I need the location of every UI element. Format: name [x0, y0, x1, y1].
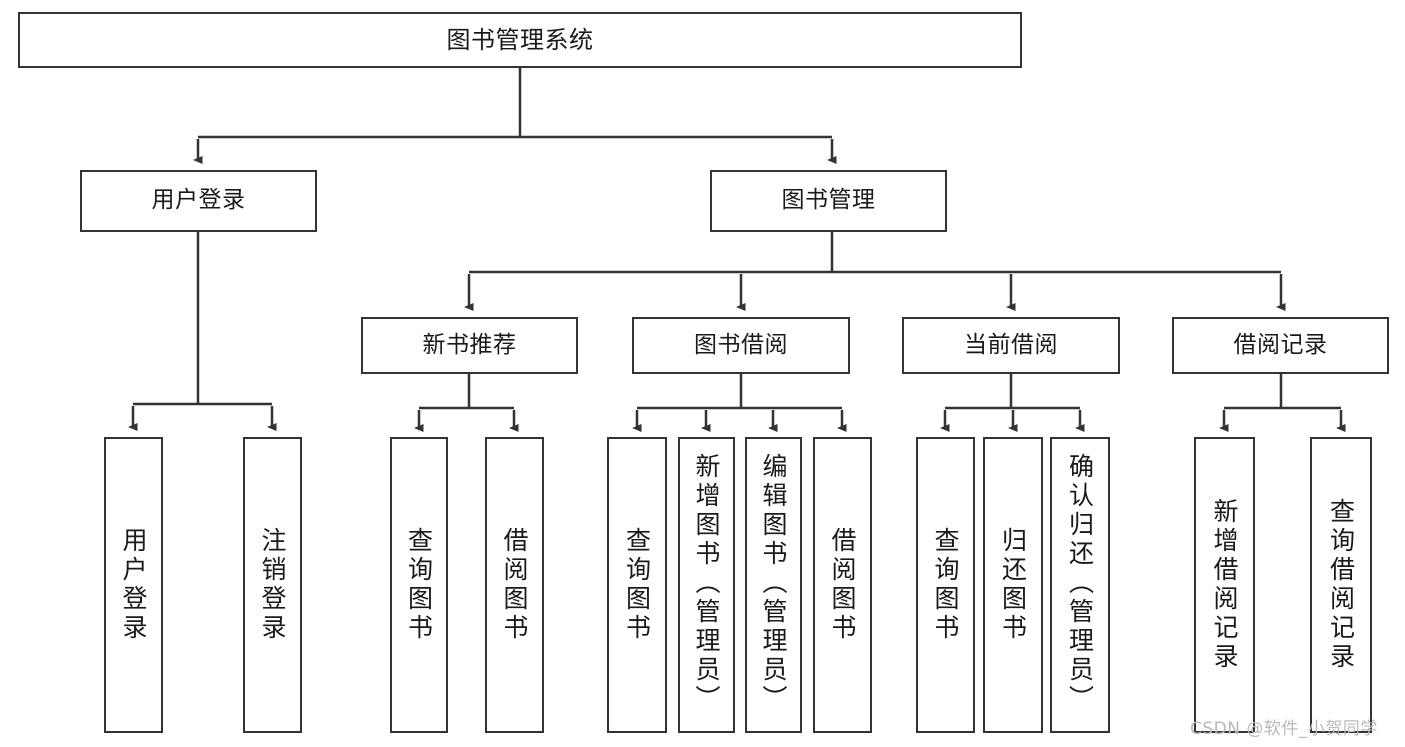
node-label: 查询图书: [622, 527, 652, 643]
node-book-borrow[interactable]: 图书借阅: [632, 317, 850, 374]
leaf-query-book-3[interactable]: 查询图书: [916, 437, 975, 733]
node-label: 用户登录: [151, 187, 246, 214]
leaf-borrow-book-1[interactable]: 借阅图书: [485, 437, 544, 733]
node-label: 图书管理系统: [446, 25, 594, 54]
node-borrow-record[interactable]: 借阅记录: [1172, 317, 1389, 374]
node-label: 确认归还（管理员）: [1065, 453, 1095, 714]
node-label: 新增图书（管理员）: [692, 453, 721, 714]
node-label: 当前借阅: [964, 331, 1058, 358]
leaf-user-login[interactable]: 用户登录: [104, 437, 163, 733]
node-label: 注销登录: [258, 527, 287, 643]
node-label: 借阅图书: [500, 527, 529, 643]
node-current-borrow[interactable]: 当前借阅: [902, 317, 1120, 374]
node-label: 用户登录: [119, 527, 148, 643]
leaf-confirm-return[interactable]: 确认归还（管理员）: [1050, 437, 1110, 733]
node-label: 图书管理: [781, 187, 876, 214]
leaf-query-record[interactable]: 查询借阅记录: [1310, 437, 1372, 733]
leaf-return-book[interactable]: 归还图书: [983, 437, 1043, 733]
leaf-query-book-2[interactable]: 查询图书: [607, 437, 667, 733]
edge-bookborrow-to-leaves: [632, 374, 847, 432]
node-label: 编辑图书（管理员）: [759, 453, 788, 714]
node-label: 借阅记录: [1233, 331, 1328, 358]
edge-newbook-to-leaves: [414, 374, 519, 432]
leaf-query-book-1[interactable]: 查询图书: [390, 437, 448, 733]
leaf-add-book[interactable]: 新增图书（管理员）: [678, 437, 735, 733]
node-label: 查询借阅记录: [1326, 498, 1356, 672]
node-label: 图书借阅: [694, 331, 788, 358]
leaf-add-record[interactable]: 新增借阅记录: [1194, 437, 1255, 733]
node-book-manage[interactable]: 图书管理: [710, 170, 947, 232]
node-label: 归还图书: [998, 527, 1028, 643]
node-label: 查询图书: [404, 527, 434, 643]
edge-bookmanage-to-level3: [464, 232, 1286, 311]
node-new-book-recommend[interactable]: 新书推荐: [361, 317, 578, 374]
edge-userlogin-to-leaves: [128, 232, 277, 431]
edge-root-to-level2: [193, 68, 837, 164]
leaf-logout-login[interactable]: 注销登录: [243, 437, 302, 733]
node-user-login[interactable]: 用户登录: [80, 170, 317, 232]
leaf-edit-book[interactable]: 编辑图书（管理员）: [745, 437, 802, 733]
edge-borrowrecord-to-leaves: [1219, 374, 1346, 432]
node-label: 新书推荐: [422, 331, 517, 358]
node-label: 借阅图书: [828, 527, 857, 643]
edge-currentborrow-to-leaves: [940, 374, 1085, 432]
node-root-book-management-system[interactable]: 图书管理系统: [18, 12, 1022, 68]
csdn-watermark: CSDN @软件_小贺同学: [1190, 719, 1378, 739]
leaf-borrow-book-2[interactable]: 借阅图书: [813, 437, 872, 733]
node-label: 查询图书: [931, 527, 960, 643]
node-label: 新增借阅记录: [1210, 498, 1239, 672]
